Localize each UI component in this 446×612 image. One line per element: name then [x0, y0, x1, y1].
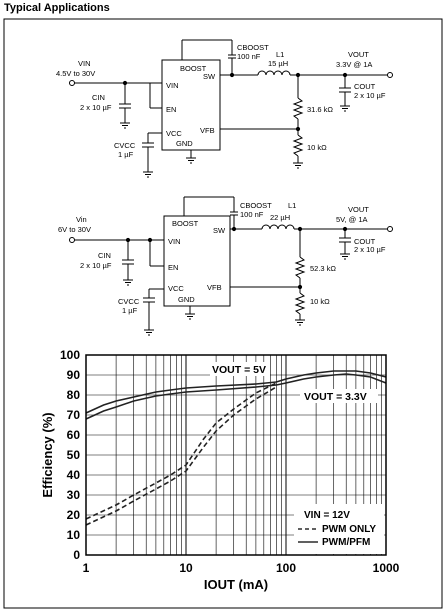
- c1-l1-label: L1: [276, 50, 284, 59]
- c2-vin-range: 6V to 30V: [58, 225, 91, 234]
- series-line-solid-1: [85, 370, 387, 414]
- y-tick-label: 20: [67, 508, 81, 522]
- c2-cout-value: 2 x 10 µF: [354, 245, 386, 254]
- legend-entry-pwm-pfm: PWM/PFM: [322, 537, 370, 548]
- annotation-vout-3v3: VOUT = 3.3V: [304, 391, 367, 403]
- c1-cboost-label: CBOOST: [237, 43, 269, 52]
- c1-cout-label: COUT: [354, 82, 376, 91]
- c1-pin-en: EN: [166, 105, 176, 114]
- c2-cboost-label: CBOOST: [240, 201, 272, 210]
- x-tick-label: 1: [83, 561, 90, 575]
- c2-cin-label: CIN: [98, 251, 111, 260]
- c1-vout-label: VOUT: [348, 50, 369, 59]
- c1-pin-gnd: GND: [176, 139, 193, 148]
- y-tick-label: 90: [67, 368, 81, 382]
- c2-pin-vin: VIN: [168, 237, 181, 246]
- c2-cvcc-label: CVCC: [118, 297, 140, 306]
- c2-vout-label: VOUT: [348, 205, 369, 214]
- c2-cout-label: COUT: [354, 237, 376, 246]
- c2-l1-label: L1: [288, 201, 296, 210]
- annotation-vout-5v: VOUT = 5V: [212, 364, 266, 376]
- c1-cvcc-value: 1 µF: [118, 150, 134, 159]
- c1-vin-label: VIN: [78, 59, 91, 68]
- series-line-dashed-4: [85, 386, 277, 526]
- c1-pin-vin: VIN: [166, 81, 179, 90]
- chart-x-axis-label: IOUT (mA): [204, 577, 268, 592]
- c2-pin-en: EN: [168, 263, 178, 272]
- c2-vout-value: 5V, @ 1A: [336, 215, 368, 224]
- x-tick-label: 1000: [373, 561, 400, 575]
- c1-l1-value: 15 µH: [268, 59, 288, 68]
- c2-r-top-value: 52.3 kΩ: [310, 264, 336, 273]
- x-tick-label: 100: [276, 561, 296, 575]
- legend-entry-pwm-only: PWM ONLY: [322, 524, 376, 535]
- c1-vin-range: 4.5V to 30V: [56, 69, 95, 78]
- y-tick-label: 100: [60, 348, 80, 362]
- c2-cin-value: 2 x 10 µF: [80, 261, 112, 270]
- y-tick-label: 0: [73, 548, 80, 562]
- c1-pin-vcc: VCC: [166, 129, 182, 138]
- c2-pin-gnd: GND: [178, 295, 195, 304]
- section-heading: Typical Applications: [4, 2, 110, 14]
- c2-pin-vfb: VFB: [207, 283, 222, 292]
- series-line-dashed-3: [85, 382, 277, 520]
- c1-r-bot-value: 10 kΩ: [307, 143, 327, 152]
- y-tick-label: 60: [67, 428, 81, 442]
- chart-legend: VIN = 12V PWM ONLY PWM/PFM: [294, 504, 384, 554]
- c2-l1-value: 22 µH: [270, 213, 290, 222]
- y-tick-label: 10: [67, 528, 81, 542]
- x-tick-label: 10: [179, 561, 193, 575]
- legend-title: VIN = 12V: [304, 510, 350, 521]
- c2-cvcc-value: 1 µF: [122, 306, 138, 315]
- c2-vin-label: Vin: [76, 215, 87, 224]
- c1-cboost-value: 100 nF: [237, 52, 261, 61]
- c2-pin-boost: BOOST: [172, 219, 199, 228]
- c2-cboost-value: 100 nF: [240, 210, 264, 219]
- c1-r-top-value: 31.6 kΩ: [307, 105, 333, 114]
- y-tick-label: 70: [67, 408, 81, 422]
- chart-series: [85, 370, 387, 526]
- c1-pin-sw: SW: [203, 72, 216, 81]
- c2-pin-vcc: VCC: [168, 284, 184, 293]
- c2-r-bot-value: 10 kΩ: [310, 297, 330, 306]
- series-line-solid-2: [85, 373, 387, 420]
- c1-cin-label: CIN: [92, 93, 105, 102]
- c1-cvcc-label: CVCC: [114, 141, 136, 150]
- c1-cin-value: 2 x 10 µF: [80, 103, 112, 112]
- circuit-2-schematic: [69, 196, 393, 336]
- c2-pin-sw: SW: [213, 226, 226, 235]
- y-tick-label: 40: [67, 468, 81, 482]
- chart-y-axis-label: Efficiency (%): [40, 412, 55, 497]
- c1-pin-vfb: VFB: [200, 126, 215, 135]
- c1-vout-value: 3.3V @ 1A: [336, 60, 372, 69]
- c1-cout-value: 2 x 10 µF: [354, 91, 386, 100]
- y-tick-label: 80: [67, 388, 81, 402]
- circuit-1-schematic: [69, 39, 393, 178]
- c1-pin-boost: BOOST: [180, 64, 207, 73]
- y-tick-label: 50: [67, 448, 81, 462]
- y-tick-label: 30: [67, 488, 81, 502]
